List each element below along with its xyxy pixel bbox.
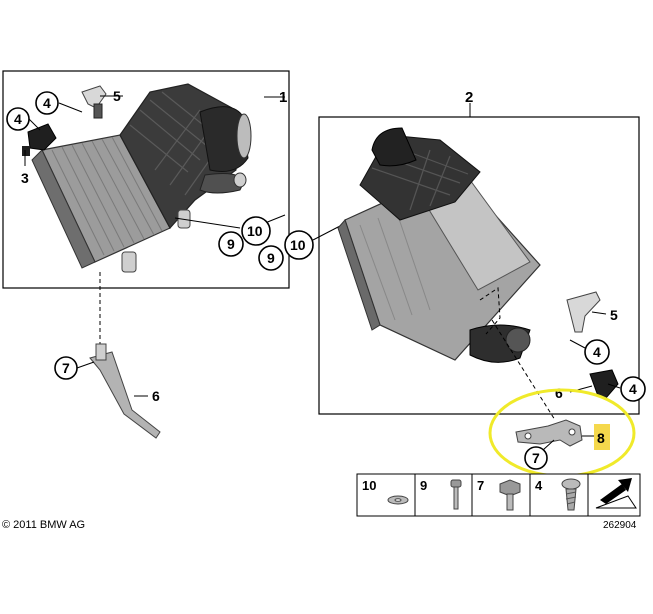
assembly-2-label: 2 xyxy=(465,89,473,106)
copyright: © 2011 BMW AG xyxy=(2,519,85,531)
callout-9-a xyxy=(218,231,244,257)
assembly-1-label: 1 xyxy=(279,89,287,106)
callout-6-left-label: 6 xyxy=(152,388,160,404)
intercooler-left-illustration xyxy=(22,83,252,273)
legend-num-10: 10 xyxy=(362,478,376,493)
screw-clip-icon xyxy=(561,478,581,511)
hex-bolt-icon xyxy=(499,479,521,511)
callout-7-right xyxy=(524,446,548,470)
callout-9-b xyxy=(258,245,284,271)
callout-5-top-label: 5 xyxy=(113,88,121,104)
highlight-box-8 xyxy=(594,424,610,450)
bracket-6-illustration xyxy=(89,343,161,439)
callout-9-b-label: 9 xyxy=(267,250,275,266)
callout-4-right-lower xyxy=(620,376,646,402)
callout-5-right-label: 5 xyxy=(610,307,618,323)
callout-10-b-label: 10 xyxy=(290,237,306,253)
callout-4-right-upper xyxy=(584,339,610,365)
bolt-icon xyxy=(450,479,462,510)
callout-4-left-label: 4 xyxy=(14,111,22,127)
legend-bar: 10 9 7 4 xyxy=(356,473,641,517)
legend-num-7: 7 xyxy=(477,478,484,493)
note-arrow-icon xyxy=(595,478,637,509)
callout-4-right-upper-label: 4 xyxy=(593,344,601,360)
callout-10-b xyxy=(284,230,314,260)
assembly-2-frame xyxy=(318,116,640,415)
callout-4-left xyxy=(6,107,30,131)
callout-7-right-label: 7 xyxy=(532,450,540,466)
callout-4-right-lower-label: 4 xyxy=(629,381,637,397)
callout-4-top xyxy=(35,91,59,115)
assembly-1-frame xyxy=(2,70,290,289)
legend-num-4: 4 xyxy=(535,478,543,493)
callout-8-label: 8 xyxy=(597,430,605,446)
callout-10-a-label: 10 xyxy=(247,223,263,239)
callout-7-left-label: 7 xyxy=(62,360,70,376)
callout-9-a-label: 9 xyxy=(227,236,235,252)
intercooler-right-illustration xyxy=(337,127,619,399)
bracket-8-illustration xyxy=(515,419,583,447)
callout-6-right-label: 6 xyxy=(555,385,563,401)
legend-num-9: 9 xyxy=(420,478,427,493)
callout-4-top-label: 4 xyxy=(43,95,51,111)
callout-3-label: 3 xyxy=(21,170,29,186)
callout-10-a xyxy=(241,216,271,246)
diagram-number: 262904 xyxy=(603,520,637,531)
